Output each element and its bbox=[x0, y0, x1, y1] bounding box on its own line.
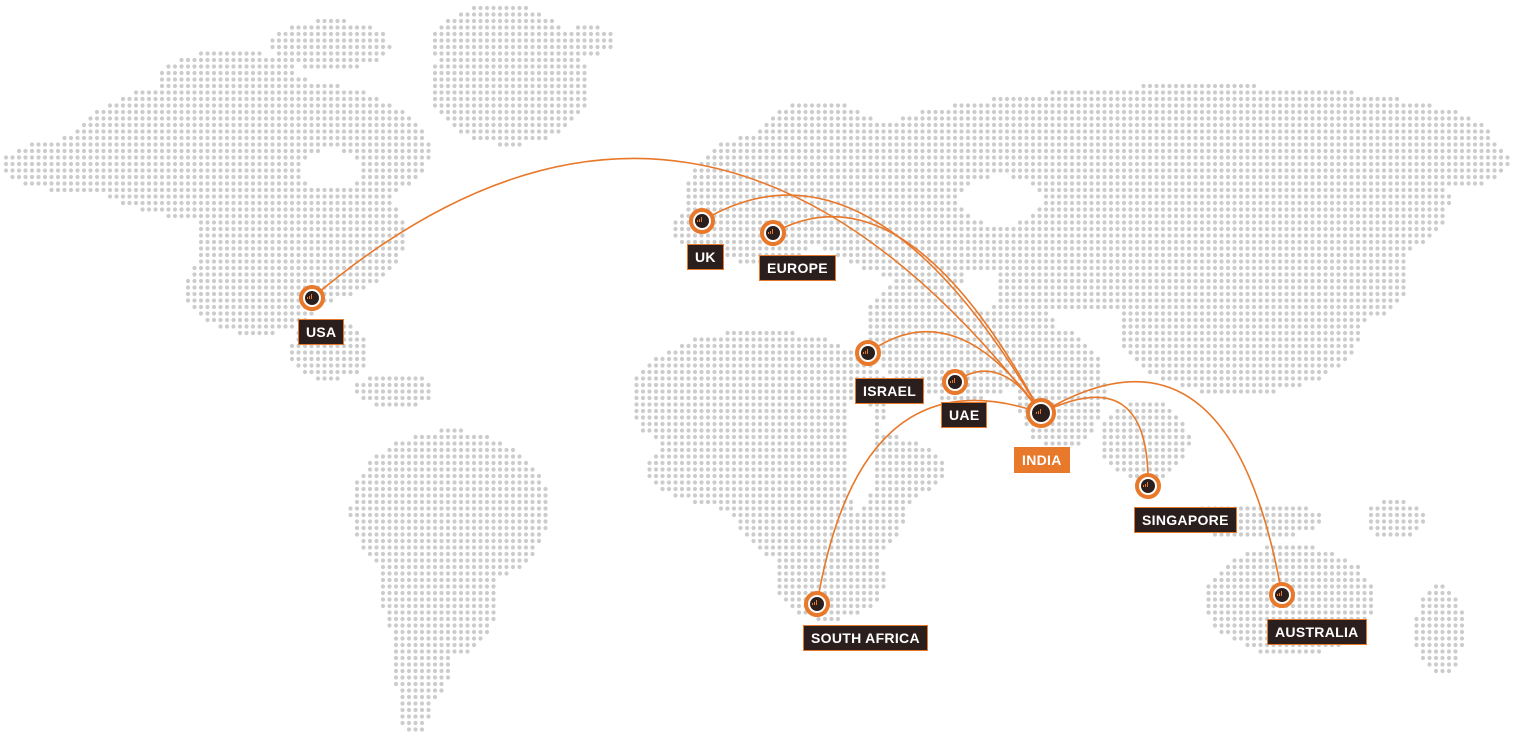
route-europe bbox=[772, 216, 1042, 414]
label-uk[interactable]: UK bbox=[687, 244, 724, 270]
label-singapore[interactable]: SINGAPORE bbox=[1134, 507, 1237, 533]
route-israel bbox=[867, 330, 1042, 414]
route-usa bbox=[311, 157, 1042, 414]
label-south-africa[interactable]: SOUTH AFRICA bbox=[803, 625, 928, 651]
europe-marker-icon[interactable] bbox=[760, 220, 786, 246]
label-europe[interactable]: EUROPE bbox=[759, 255, 836, 281]
label-usa[interactable]: USA bbox=[298, 319, 345, 345]
australia-marker-icon[interactable] bbox=[1269, 582, 1295, 608]
south-africa-marker-icon[interactable] bbox=[804, 591, 830, 617]
singapore-marker-icon[interactable] bbox=[1135, 473, 1161, 499]
label-india[interactable]: INDIA bbox=[1014, 447, 1070, 473]
connection-routes bbox=[311, 157, 1283, 605]
label-uae[interactable]: UAE bbox=[941, 402, 988, 428]
uae-marker-icon[interactable] bbox=[942, 369, 968, 395]
israel-marker-icon[interactable] bbox=[855, 340, 881, 366]
usa-marker-icon[interactable] bbox=[299, 285, 325, 311]
india-marker-icon[interactable] bbox=[1026, 398, 1056, 428]
label-australia[interactable]: AUSTRALIA bbox=[1267, 619, 1367, 645]
route-singapore bbox=[1040, 396, 1149, 487]
route-south-africa bbox=[816, 399, 1042, 605]
uk-marker-icon[interactable] bbox=[689, 208, 715, 234]
label-israel[interactable]: ISRAEL bbox=[855, 378, 925, 404]
route-uk bbox=[701, 194, 1042, 414]
route-australia bbox=[1040, 380, 1283, 596]
